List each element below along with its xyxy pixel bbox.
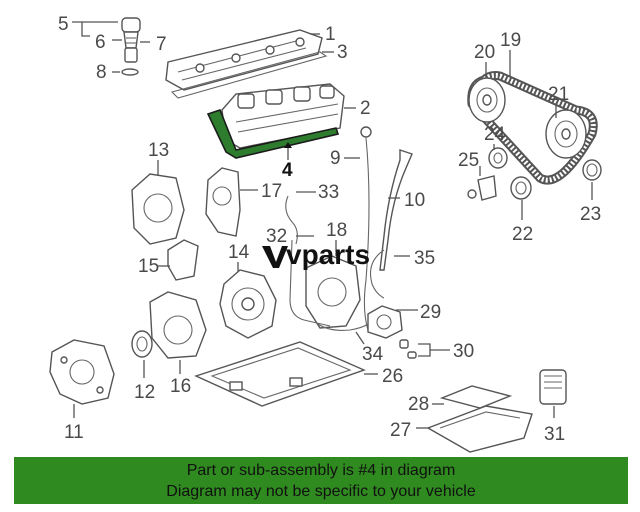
callout-19: 19 — [500, 30, 521, 51]
callout-20: 20 — [474, 42, 495, 63]
rear-engine-cover — [305, 255, 361, 329]
cylinder-head-cover — [221, 83, 345, 149]
cover-gasket-upper — [170, 51, 328, 99]
callout-15: 15 — [138, 256, 159, 277]
water-pump-housing — [219, 269, 277, 339]
callout-16: 16 — [170, 376, 191, 397]
callout-21: 21 — [548, 84, 569, 105]
crank-timing-pulley — [510, 176, 532, 200]
timing-idler-pulley — [488, 147, 508, 169]
callout-11: 11 — [64, 422, 84, 443]
callout-1: 1 — [325, 24, 336, 45]
timing-cover-middle — [205, 167, 241, 237]
camshaft-pulley-left — [468, 77, 506, 123]
vparts-wordmark: vparts — [286, 239, 370, 270]
callout-12: 12 — [134, 382, 155, 403]
callout-7: 7 — [156, 34, 167, 55]
vparts-watermark: vparts — [262, 239, 370, 270]
timing-cover-upper — [131, 173, 185, 245]
engine-bracket — [167, 239, 199, 281]
callout-14: 14 — [228, 242, 250, 263]
banner-line-2: Diagram may not be specific to your vehi… — [166, 483, 476, 500]
timing-belt-tensioner — [467, 175, 497, 201]
callout-8: 8 — [96, 62, 107, 83]
camshaft-pulley-right — [545, 109, 587, 159]
oil-pan-lower — [426, 405, 533, 453]
crankshaft-pulley — [131, 330, 153, 358]
banner-line-1: Part or sub-assembly is #4 in diagram — [186, 462, 456, 479]
oil-pressure-sensors — [399, 339, 417, 359]
oil-return-hose — [317, 323, 369, 331]
callout-35: 35 — [414, 248, 435, 269]
callout-9: 9 — [330, 148, 341, 169]
oil-filter — [539, 369, 567, 405]
oil-filter-bracket — [367, 305, 403, 339]
timing-belt-guide — [582, 159, 602, 181]
dipstick-tube — [379, 149, 413, 271]
vparts-logo-mark — [262, 246, 288, 268]
cylinder-head-cover-top — [165, 29, 323, 91]
oil-pan-upper — [194, 341, 366, 407]
callout-3: 3 — [337, 42, 348, 63]
oil-cooler-hose — [369, 249, 385, 299]
callout-33: 33 — [318, 182, 339, 203]
oil-pump-tube — [289, 239, 331, 327]
callout-32: 32 — [266, 226, 287, 247]
callout-22: 22 — [512, 224, 533, 245]
callout-29: 29 — [420, 302, 441, 323]
callout-25: 25 — [458, 150, 479, 171]
callout-24: 24 — [484, 124, 506, 145]
callout-17: 17 — [261, 181, 282, 202]
callout-6: 6 — [95, 32, 106, 53]
callout-4: 4 — [282, 160, 293, 181]
callout-13: 13 — [148, 140, 169, 161]
oil-pump-body — [49, 339, 115, 405]
oil-filler-cap-assembly — [121, 17, 141, 76]
callout-2: 2 — [360, 98, 371, 119]
oil-dipstick — [360, 126, 372, 331]
callout-23: 23 — [580, 204, 601, 225]
callout-5: 5 — [58, 14, 69, 35]
callout-30: 30 — [453, 341, 474, 362]
callout-18: 18 — [326, 220, 347, 241]
timing-cover-lower — [149, 291, 207, 359]
callout-27: 27 — [390, 420, 411, 441]
oil-pan-baffle — [439, 385, 513, 409]
info-banner: Part or sub-assembly is #4 in diagram Di… — [14, 457, 628, 504]
callout-26: 26 — [382, 366, 403, 387]
callout-31: 31 — [544, 424, 565, 445]
cylinder-head-cover-gasket — [206, 109, 340, 159]
callout-34: 34 — [362, 344, 384, 365]
callout-28: 28 — [408, 394, 429, 415]
callout-10: 10 — [404, 190, 425, 211]
